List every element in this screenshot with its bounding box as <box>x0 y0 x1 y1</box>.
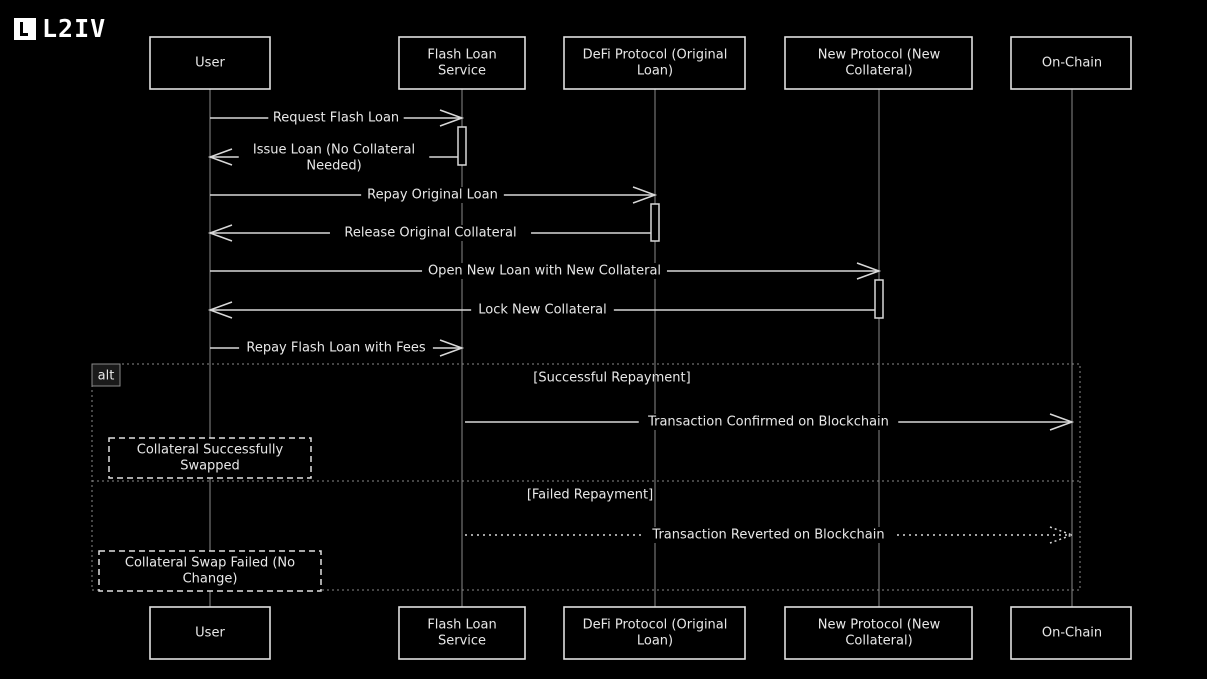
alt-tag-label: alt <box>98 369 115 384</box>
message-label-bg-6 <box>471 302 614 318</box>
brand-logo: L2IV <box>14 14 106 43</box>
activation-flash <box>457 126 467 166</box>
participant-box-newp-top <box>784 36 973 90</box>
message-arrowhead-1 <box>439 109 465 127</box>
logo-mark-icon <box>14 17 36 40</box>
message-arrowhead-6 <box>207 301 233 319</box>
participant-box-defi-bottom <box>563 606 746 660</box>
participant-label-chain-top: On-Chain <box>1042 56 1102 71</box>
message-label-7: Repay Flash Loan with Fees <box>246 341 425 356</box>
message-label-bg-5 <box>422 263 667 279</box>
activation-newp <box>874 279 884 319</box>
message-arrowhead-8 <box>1049 413 1075 431</box>
message-label-bg-3 <box>361 187 504 203</box>
message-arrowhead-2 <box>207 148 233 166</box>
logo-text: L2IV <box>42 14 107 43</box>
alt-tag-box <box>91 363 121 387</box>
participant-box-flash-bottom <box>398 606 526 660</box>
message-label-8: Transaction Confirmed on Blockchain <box>647 415 889 430</box>
participant-box-chain-top <box>1010 36 1132 90</box>
message-label-1: Request Flash Loan <box>273 111 399 126</box>
participant-box-defi-top <box>563 36 746 90</box>
participant-box-chain-bottom <box>1010 606 1132 660</box>
message-label-5: Open New Loan with New Collateral <box>428 264 661 279</box>
message-arrowhead-5 <box>856 262 882 280</box>
message-label-4: Release Original Collateral <box>344 226 516 241</box>
participant-label-chain-bottom: On-Chain <box>1042 626 1102 641</box>
message-label-bg-7 <box>239 340 433 356</box>
participant-box-newp-bottom <box>784 606 973 660</box>
participant-label-user-bottom: User <box>195 626 225 641</box>
message-label-bg-9 <box>642 527 895 543</box>
message-label-bg-8 <box>638 414 899 430</box>
message-arrowhead-3 <box>632 186 658 204</box>
note-box-1 <box>108 437 312 479</box>
alt-condition-success: [Successful Repayment] <box>533 371 690 386</box>
message-label-3: Repay Original Loan <box>367 188 498 203</box>
participant-box-user-bottom <box>149 606 271 660</box>
participant-label-user-top: User <box>195 56 225 71</box>
message-arrowhead-4 <box>207 224 233 242</box>
participant-box-flash-top <box>398 36 526 90</box>
message-arrowhead-7 <box>439 339 465 357</box>
message-label-bg-2 <box>238 143 430 177</box>
participant-box-user-top <box>149 36 271 90</box>
message-label-bg-1 <box>268 110 404 126</box>
alt-condition-failed: [Failed Repayment] <box>527 488 653 503</box>
activation-defi <box>650 203 660 242</box>
note-box-2 <box>98 550 322 592</box>
message-label-bg-4 <box>329 225 532 241</box>
alt-frame <box>91 363 1081 591</box>
message-label-9: Transaction Reverted on Blockchain <box>651 528 884 543</box>
message-label-6: Lock New Collateral <box>478 303 607 318</box>
